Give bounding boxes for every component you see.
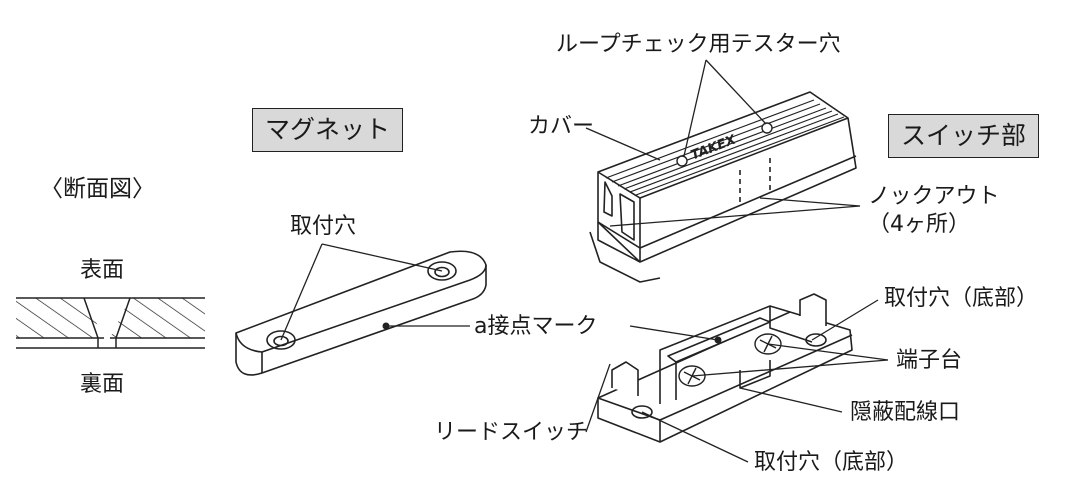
callout-dots <box>382 322 722 344</box>
cross-section-title: 〈断面図〉 <box>40 176 155 202</box>
hidden-wiring-label: 隠蔽配線口 <box>850 400 961 425</box>
knockout-count-label: （4ヶ所） <box>868 212 970 237</box>
magnet-holes-label: 取付穴 <box>290 214 357 239</box>
cross-section-drawing <box>16 297 205 349</box>
terminal-block-label: 端子台 <box>896 348 963 373</box>
cross-section-top-label: 表面 <box>80 258 125 283</box>
switch-base-drawing <box>597 293 853 443</box>
magnet-title: マグネット <box>252 108 404 152</box>
bottom-hole-upper-label: 取付穴（底部） <box>884 286 1039 311</box>
switch-title: スイッチ部 <box>888 114 1040 158</box>
bottom-hole-lower-label: 取付穴（底部） <box>754 450 909 475</box>
cover-test-holes <box>676 122 773 167</box>
cross-section-bottom-label: 裏面 <box>80 372 125 397</box>
cover-ribs <box>605 99 845 196</box>
a-contact-mark-label: a接点マーク <box>474 314 598 339</box>
cover-drawing <box>589 91 857 283</box>
knockout-label: ノックアウト <box>868 184 1000 209</box>
leader-lines <box>280 59 889 463</box>
magnet-plate-drawing <box>235 250 487 376</box>
loop-check-hole-label: ループチェック用テスター穴 <box>556 32 841 57</box>
terminal-screws <box>678 333 782 387</box>
reed-switch-label: リードスイッチ <box>434 420 589 445</box>
cover-label: カバー <box>528 114 595 139</box>
